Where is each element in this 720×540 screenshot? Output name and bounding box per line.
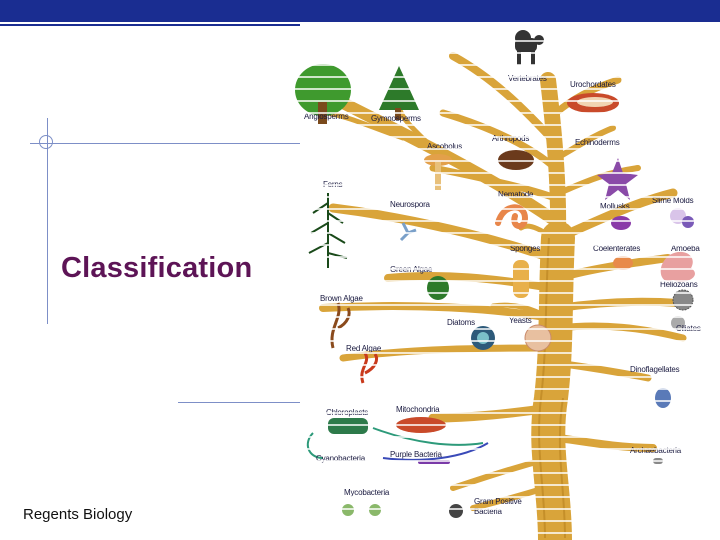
label-mitochondria: Mitochondria [396, 405, 440, 414]
vertical-guide-line [47, 118, 48, 324]
label-heliozoans: Heliozoans [660, 280, 698, 289]
mycobacteria-icon [342, 504, 381, 516]
label-nematode: Nematode [498, 190, 534, 199]
label-ascobolus: Ascobolus [427, 142, 463, 151]
label-neurospora: Neurospora [390, 200, 430, 209]
nematode-worm-icon [495, 204, 529, 229]
crosshair-circle-icon [39, 135, 53, 149]
gymnosperm-tree-icon [379, 66, 419, 120]
mitochondria-icon [396, 417, 446, 433]
label-arthropods: Arthropods [492, 134, 530, 143]
label-green-algae: Green Algae [390, 265, 433, 274]
mollusk-snail-icon [611, 216, 631, 230]
sponge-icon [513, 260, 529, 298]
coelenterate-icon [613, 256, 633, 270]
slime-mold-icon [670, 208, 694, 228]
label-amoeba: Amoeba [671, 244, 700, 253]
slide-title: Classification [61, 252, 253, 284]
label-purple-bacteria: Purple Bacteria [390, 450, 442, 459]
label-yeasts: Yeasts [509, 316, 532, 325]
arthropod-tick-icon [498, 150, 534, 170]
label-brown-algae: Brown Algae [320, 294, 363, 303]
horizontal-guide-line [30, 143, 300, 144]
label-dinoflagellates: Dinoflagellates [630, 365, 680, 374]
label-vertebrates: Vertebrates [508, 74, 547, 83]
label-cyanobacteria: Cyanobacteria [316, 454, 365, 463]
purple-bacteria-icon [418, 460, 450, 464]
tree-branches [319, 52, 687, 540]
label-diatoms: Diatoms [447, 318, 475, 327]
archaebacteria-icon [653, 458, 663, 464]
label-angiosperms: Angiosperms [304, 112, 349, 121]
label-bacteria: Bacteria [474, 507, 502, 516]
label-mollusks: Mollusks [600, 202, 630, 211]
diatom-icon [471, 326, 495, 350]
label-slime-molds: Slime Molds [652, 196, 694, 205]
label-red-algae: Red Algae [346, 344, 382, 353]
urochordate-icon [567, 93, 619, 113]
dinoflagellate-icon [655, 388, 671, 408]
label-gymnosperms: Gymnosperms [371, 114, 421, 123]
label-mycobacteria: Mycobacteria [344, 488, 390, 497]
label-echinoderms: Echinoderms [575, 138, 620, 147]
label-chloroplasts: Chloroplasts [326, 408, 369, 417]
green-algae-icon [427, 276, 449, 300]
label-sponges: Sponges [510, 244, 541, 253]
label-coelenterates: Coelenterates [593, 244, 641, 253]
yeast-icon [524, 324, 552, 352]
fern-icon [308, 193, 348, 268]
heliozoan-icon [672, 289, 694, 311]
label-gram-positive: Gram Positive [474, 497, 522, 506]
chloroplast-icon [328, 418, 368, 434]
lower-guide-line [178, 402, 300, 403]
slide-footer: Regents Biology [23, 506, 133, 523]
vertebrates-poodle-icon [515, 30, 544, 65]
label-ferns: Ferns [323, 180, 343, 189]
label-urochordates: Urochordates [570, 80, 616, 89]
label-archaebacteria: Archaebacteria [630, 446, 682, 455]
top-bar [0, 0, 720, 22]
echinoderm-starfish-icon [597, 158, 638, 200]
gram-positive-bacteria-icon [449, 504, 463, 518]
label-ciliates: Ciliates [676, 324, 701, 333]
top-bar-underline [0, 24, 300, 26]
